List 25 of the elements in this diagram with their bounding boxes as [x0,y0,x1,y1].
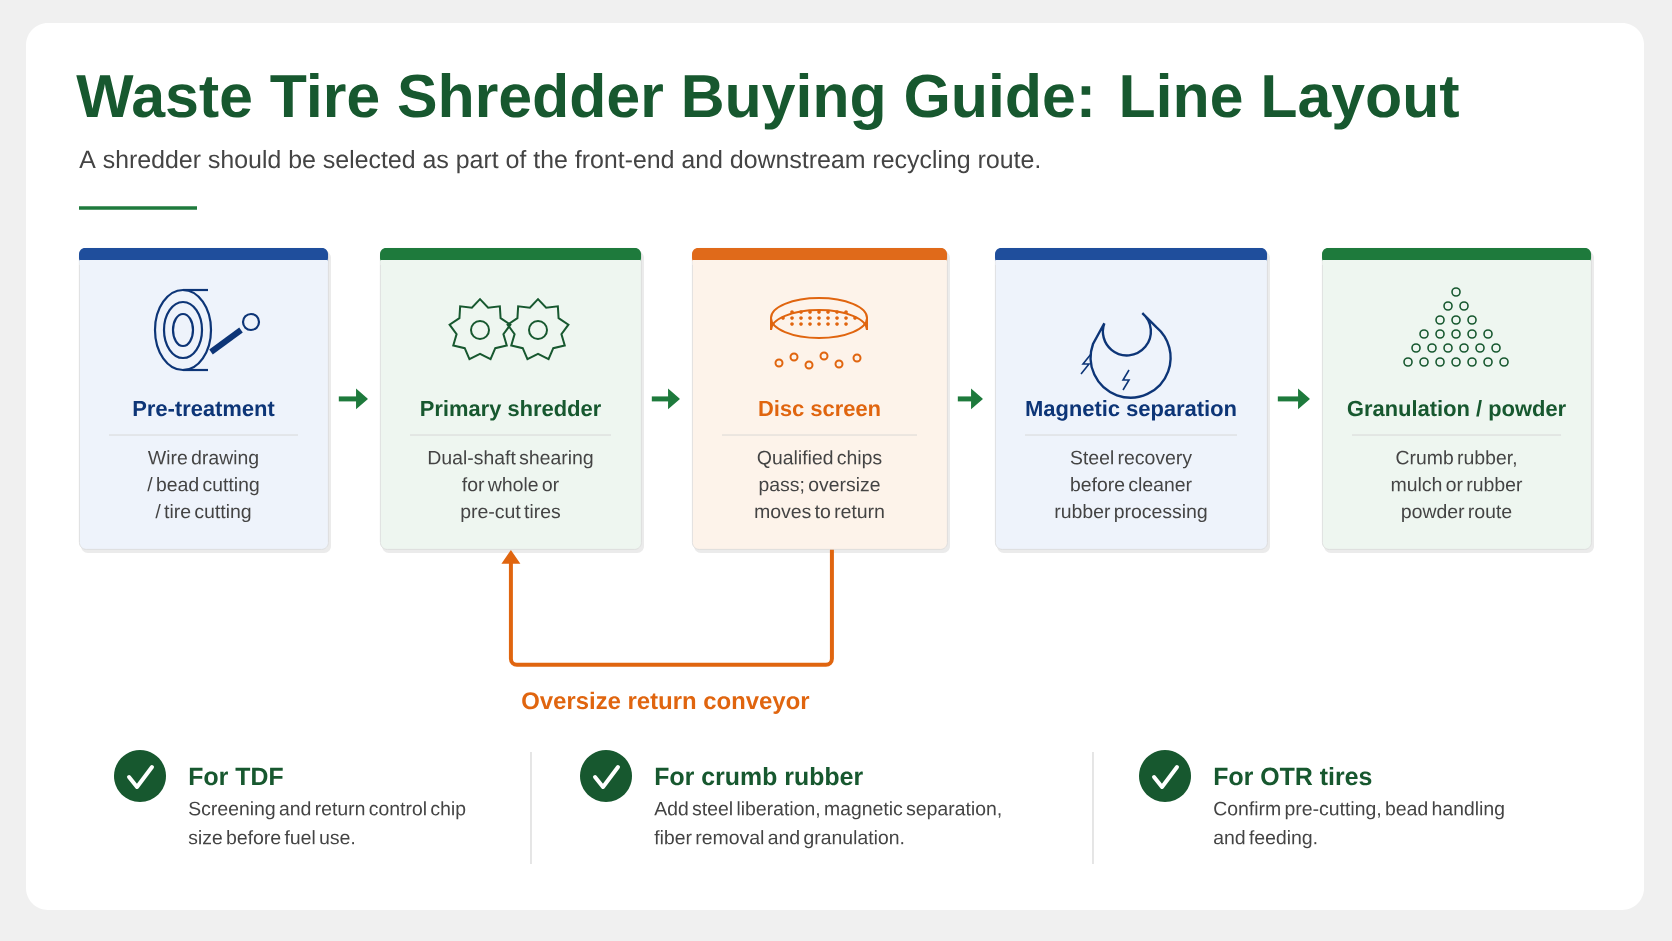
note-heading: For crumb rubber [655,766,863,786]
step-description: Steel recovery before cleaner rubber processing [1055,450,1207,523]
note-text: Confirm pre-cutting, bead handling and feeding. [1214,801,1504,849]
note-heading: For OTR tires [1214,766,1372,786]
step-description: Crumb rubber, mulch or rubber powder route [1391,450,1523,523]
step-description: Wire drawing / bead cutting / tire cutting [147,450,259,523]
process-card [692,248,950,553]
note-text: Screening and return control chip size before fuel use. [188,801,466,845]
arrow [501,549,834,667]
process-card [995,248,1270,553]
step-heading: Granulation / powder [1347,400,1566,421]
edge-label: Oversize return conveyor [519,689,812,716]
subtitle: A shredder should be selected as part of the front-end and downstream recycling route. [79,149,1039,174]
process-card [380,248,644,553]
step-heading: Disc screen [759,400,880,417]
step-heading: Pre-treatment [133,400,275,417]
note-text: Add steel liberation, magnetic separation, fiber removal and granulation. [654,801,1001,849]
title: Waste Tire Shredder Buying Guide: Line Layout [76,72,1459,130]
note-heading: For TDF [189,767,283,786]
process-card [79,248,331,553]
step-description: Dual-shaft shearing for whole or pre-cut tires [428,450,593,523]
step-heading: Primary shredder [421,400,601,421]
step-description: Qualified chips pass; oversize moves to return [755,450,884,519]
step-heading: Magnetic separation [1026,400,1236,421]
process-card [1322,248,1594,553]
